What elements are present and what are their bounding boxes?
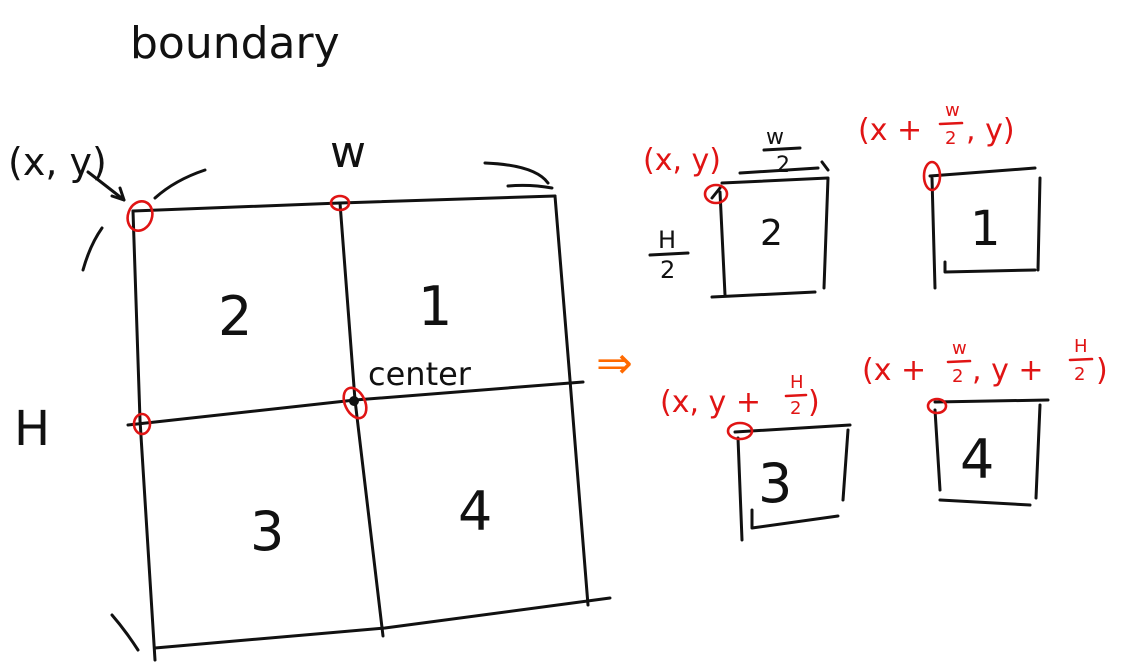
subbox-4-coord-frac2-den: 2 [1074,364,1085,385]
main-red-markers [126,194,368,436]
center-dot [349,396,359,406]
subbox-1 [928,166,1042,290]
center-marker-circle [342,386,368,420]
width-label: w [330,127,366,178]
boundary-left-edge [131,209,157,662]
subbox-4-corner-marker [926,397,948,415]
height-brace-top [81,226,104,272]
subbox-4-coord-mid: , y + [972,353,1044,388]
subbox-3 [733,423,852,542]
subbox-1-frame [928,166,1042,290]
half-width-fraction-bar [762,146,802,152]
quadrant-label-4: 4 [458,480,492,543]
subbox-4-label: 4 [960,428,994,491]
corner-marker-circle [126,200,154,232]
subbox-4-coord-frac2-bar [1068,357,1094,362]
subbox-4 [933,398,1050,507]
subbox-3-corner-marker [726,421,754,441]
boundary-right-edge [553,194,590,607]
subbox-4-coord-frac-den: 2 [952,366,963,387]
corner-pointer-arrowhead [110,186,126,202]
subbox-1-coord-frac-den: 2 [945,128,956,149]
subbox-3-coord-prefix: (x, y + [660,385,761,420]
subbox-2 [710,160,830,299]
subbox-3-coord-suffix: ) [808,385,820,420]
subbox-3-coord-frac-den: 2 [790,398,801,419]
half-width-numerator: w [766,125,784,150]
subbox-1-corner-marker [922,160,942,192]
half-height-fraction-bar [648,251,690,257]
left-mid-marker-circle [132,412,152,436]
transform-arrow: ⇒ [596,338,633,389]
main-boundary [81,161,612,662]
width-brace-right-tick [506,183,554,190]
subbox-4-frame [933,398,1050,507]
subbox-3-coord-frac-num: H [790,372,804,393]
diagram-title: boundary [130,18,340,69]
width-brace-right [483,161,550,185]
subbox-2-corner-tick [710,186,722,200]
subbox-3-coord-frac-bar [784,393,808,398]
quadrant-label-1: 1 [418,275,452,338]
subbox-4-coord-frac-num: w [952,338,967,359]
subbox-1-coord-frac-num: w [945,100,960,121]
quadrant-label-3: 3 [250,500,284,563]
half-height-numerator: H [658,226,676,254]
subbox-3-label: 3 [758,452,792,515]
center-label: center [368,355,472,393]
subbox-1-label: 1 [970,201,1001,257]
height-label: H [14,401,50,457]
subbox-2-frame [710,176,830,299]
subbox-1-coord-prefix: (x + [858,113,922,148]
subbox-4-coord-prefix: (x + [862,353,926,388]
subbox-1-coord-suffix: , y) [966,113,1015,148]
subbox-2-label: 2 [760,213,783,254]
width-brace-left [153,168,207,200]
subbox-2-coordinate: (x, y) [643,143,721,178]
subbox-1-coord-frac-bar [938,121,964,126]
subbox-4-coord-suffix: ) [1096,353,1108,388]
subbox-2-brace [738,160,830,175]
subbox-4-coord-frac-bar [946,359,972,364]
height-brace-bottom [110,613,140,652]
vertical-divider [338,201,385,638]
corner-coordinate-label: (x, y) [8,140,107,184]
quadrant-label-2: 2 [218,285,252,348]
subbox-2-corner-marker [703,183,729,205]
subbox-3-frame [733,423,852,542]
half-height-denominator: 2 [660,256,675,284]
top-mid-marker-circle [329,194,351,212]
half-width-denominator: 2 [776,153,790,178]
subbox-4-coord-frac2-num: H [1074,336,1088,357]
boundary-bottom-edge [153,596,612,650]
